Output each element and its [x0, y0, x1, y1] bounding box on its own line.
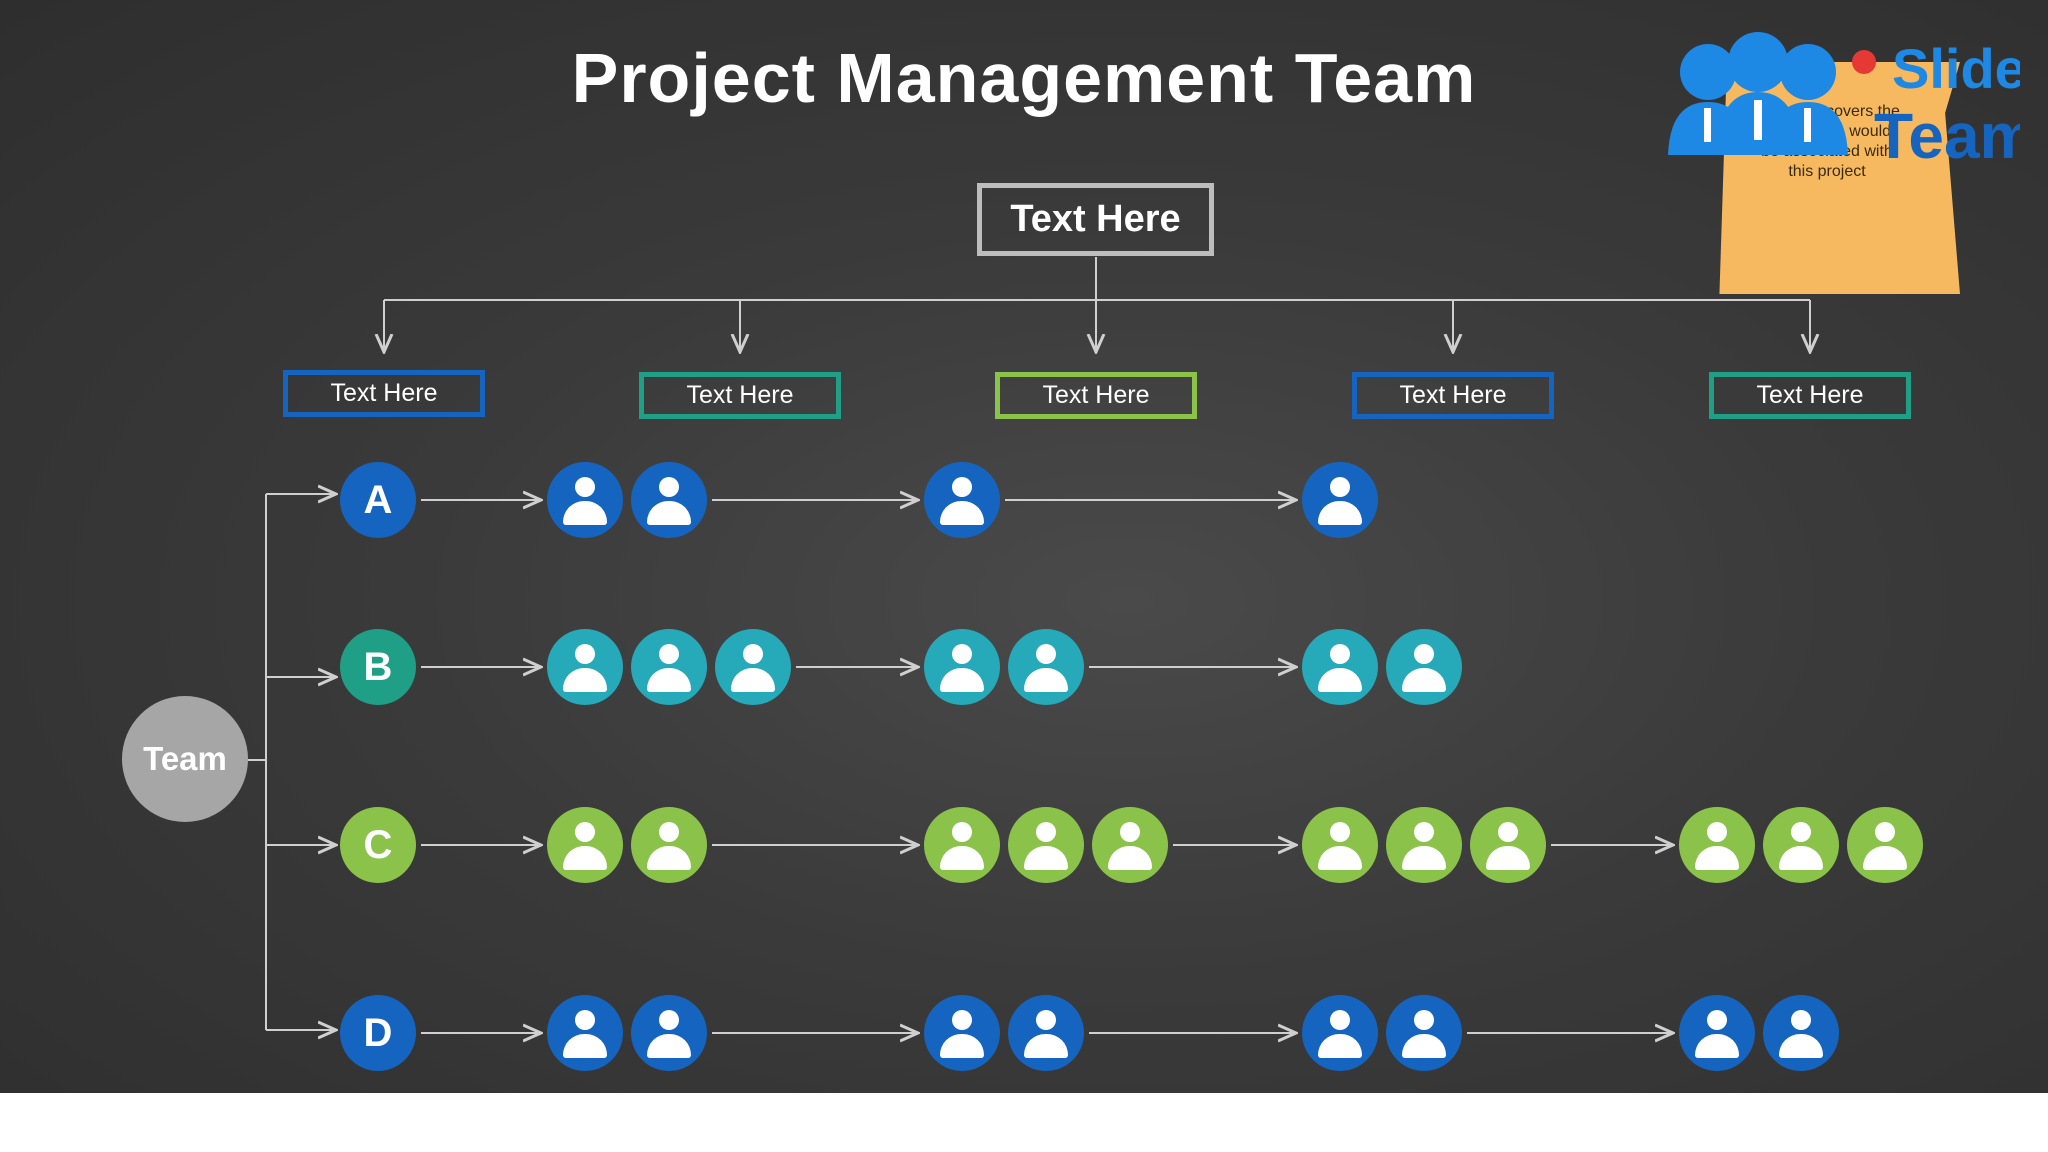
person-icon: [924, 629, 1000, 705]
person-icon: [631, 807, 707, 883]
person-icon: [1302, 995, 1378, 1071]
connector-lines: [248, 257, 2048, 1093]
row-letter-d: D: [340, 995, 416, 1071]
row-letter-a: A: [340, 462, 416, 538]
person-icon: [1763, 995, 1839, 1071]
person-icon: [1008, 629, 1084, 705]
svg-text:Slide: Slide: [1892, 37, 2020, 100]
person-icon: [1302, 807, 1378, 883]
person-icon: [924, 462, 1000, 538]
person-icon: [1386, 629, 1462, 705]
team-circle: Team: [122, 696, 248, 822]
person-icon: [1008, 807, 1084, 883]
person-icon: [1763, 807, 1839, 883]
person-icon: [1386, 807, 1462, 883]
column-box-2: Text Here: [639, 372, 841, 419]
svg-text:Team: Team: [1874, 100, 2020, 170]
slide: Project Management Team Text Here Text H…: [0, 0, 2048, 1093]
person-icon: [631, 629, 707, 705]
person-icon: [1679, 807, 1755, 883]
row-letter-b: B: [340, 629, 416, 705]
person-icon: [547, 629, 623, 705]
people-logo-icon: [1668, 32, 1848, 155]
person-icon: [1302, 462, 1378, 538]
row-letter-c: C: [340, 807, 416, 883]
person-icon: [1470, 807, 1546, 883]
column-box-4: Text Here: [1352, 372, 1554, 419]
person-icon: [547, 462, 623, 538]
slideteam-logo: Slide Team: [1668, 32, 2020, 170]
top-level-box: Text Here: [977, 183, 1214, 256]
person-icon: [1302, 629, 1378, 705]
person-icon: [631, 462, 707, 538]
person-icon: [1679, 995, 1755, 1071]
person-icon: [631, 995, 707, 1071]
person-icon: [547, 807, 623, 883]
column-box-5: Text Here: [1709, 372, 1911, 419]
person-icon: [1386, 995, 1462, 1071]
page-title: Project Management Team: [571, 39, 1477, 117]
person-icon: [1008, 995, 1084, 1071]
column-box-1: Text Here: [283, 370, 485, 417]
person-icon: [715, 629, 791, 705]
person-icon: [924, 807, 1000, 883]
person-icon: [547, 995, 623, 1071]
person-icon: [1092, 807, 1168, 883]
person-icon: [924, 995, 1000, 1071]
person-icon: [1847, 807, 1923, 883]
column-box-3: Text Here: [995, 372, 1197, 419]
